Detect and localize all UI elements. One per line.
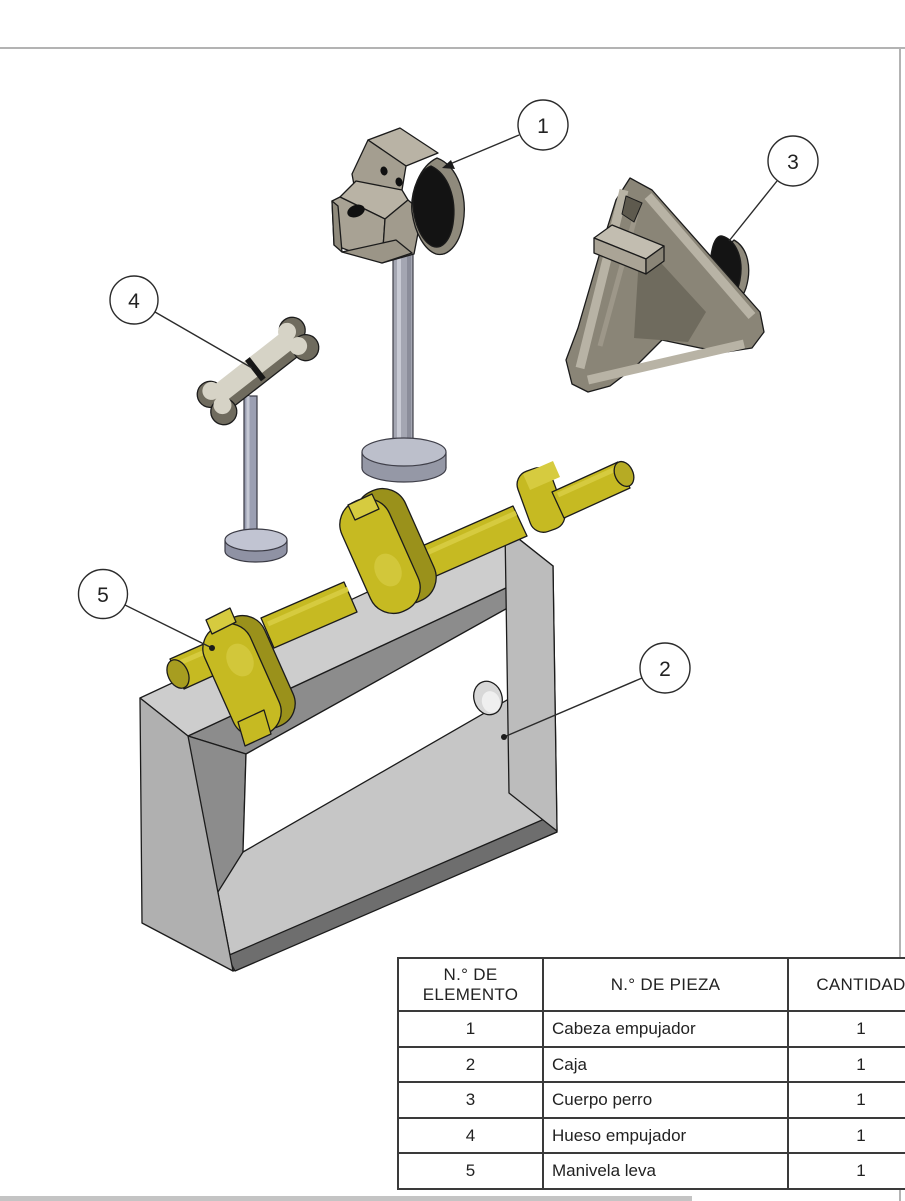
balloon-1-label: 1 <box>537 115 549 138</box>
dog-ear <box>412 165 455 248</box>
balloon-5 <box>77 568 215 651</box>
bom-cell-cantidad: 1 <box>787 1152 905 1190</box>
cam-front <box>202 607 296 747</box>
dog-head <box>331 127 465 264</box>
dog-body-crossbar <box>593 224 665 275</box>
bom-cell-pieza: Cuerpo perro <box>542 1081 789 1119</box>
bom-cell-cantidad: 1 <box>787 1116 905 1154</box>
balloon-2 <box>501 642 691 740</box>
bom-cell-elemento: 5 <box>397 1152 544 1190</box>
dog-eye-right <box>395 177 403 187</box>
bom-cell-pieza: Caja <box>542 1045 789 1083</box>
bom-row-1: 1 Cabeza empujador 1 <box>397 1010 905 1048</box>
balloon-3-label: 3 <box>787 151 799 174</box>
bom-row-5: 5 Manivela leva 1 <box>397 1152 905 1190</box>
balloon-3 <box>728 135 819 242</box>
bom-header-elemento: N.° DE ELEMENTO <box>397 957 544 1012</box>
bom-cell-elemento: 2 <box>397 1045 544 1083</box>
dog-eye-left <box>380 166 388 176</box>
bom-table: N.° DE ELEMENTO N.° DE PIEZA CANTIDAD 1 … <box>397 957 905 1190</box>
part-cuerpo-perro <box>565 177 765 393</box>
bom-cell-cantidad: 1 <box>787 1045 905 1083</box>
bom-header-pieza: N.° DE PIEZA <box>542 957 789 1012</box>
bone-post <box>224 395 288 563</box>
bom-row-2: 2 Caja 1 <box>397 1045 905 1083</box>
part-manivela-leva <box>166 460 635 747</box>
bom-cell-cantidad: 1 <box>787 1010 905 1048</box>
bom-cell-pieza: Hueso empujador <box>542 1116 789 1154</box>
bom-row-4: 4 Hueso empujador 1 <box>397 1116 905 1154</box>
bom-cell-cantidad: 1 <box>787 1081 905 1119</box>
bom-header-row: N.° DE ELEMENTO N.° DE PIEZA CANTIDAD <box>397 957 905 1012</box>
part-hueso-empujador <box>196 316 320 563</box>
bom-cell-elemento: 3 <box>397 1081 544 1119</box>
bom-cell-pieza: Cabeza empujador <box>542 1010 789 1048</box>
caja-hole <box>473 680 503 716</box>
head-post <box>361 249 447 483</box>
bom-cell-pieza: Manivela leva <box>542 1152 789 1190</box>
dog-nose <box>347 204 365 218</box>
bom-header-cantidad: CANTIDAD <box>787 957 905 1012</box>
part-cabeza-empujador <box>331 127 465 483</box>
balloon-callouts: 1 2 3 4 5 <box>77 99 819 740</box>
bom-cell-elemento: 1 <box>397 1010 544 1048</box>
balloon-1 <box>442 99 569 169</box>
cam-mid <box>339 487 437 615</box>
balloon-5-label: 5 <box>97 584 109 607</box>
bom-cell-elemento: 4 <box>397 1116 544 1154</box>
balloon-4-label: 4 <box>128 290 140 313</box>
balloon-2-label: 2 <box>659 658 671 681</box>
bone <box>196 316 320 426</box>
balloon-4 <box>109 275 253 369</box>
bom-row-3: 3 Cuerpo perro 1 <box>397 1081 905 1119</box>
